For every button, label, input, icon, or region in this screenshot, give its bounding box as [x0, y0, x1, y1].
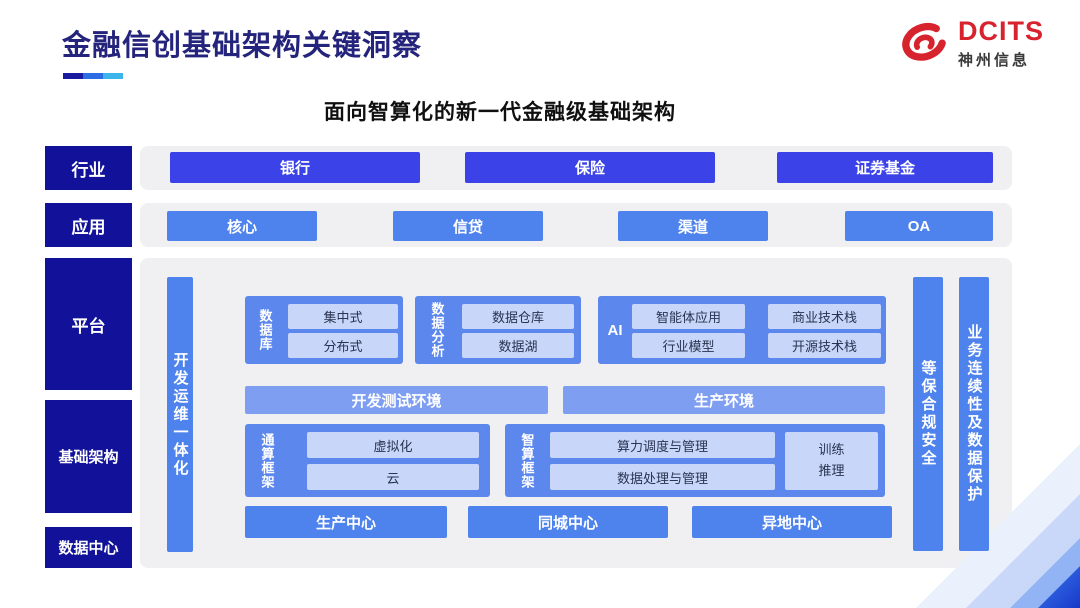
diagram-title: 面向智算化的新一代金融级基础架构	[324, 101, 676, 124]
analytics-group-label: 数据分析	[429, 302, 445, 358]
underline-seg-navy	[63, 73, 83, 79]
underline-seg-blue	[83, 73, 103, 79]
industry-box-securities: 证券基金	[777, 152, 993, 183]
security-vertical-bar: 等保合规安全	[913, 277, 943, 551]
corner-stripes-decoration	[916, 444, 1080, 608]
ai-group-label: AI	[607, 321, 623, 339]
logo-brand: DCITS	[958, 16, 1044, 46]
logo-company: 神州信息	[958, 52, 1031, 69]
dev-test-env-bar: 开发测试环境	[245, 386, 548, 414]
analytics-item-warehouse: 数据仓库	[462, 304, 574, 329]
application-box-channel: 渠道	[618, 211, 768, 241]
center-box-samecity: 同城中心	[468, 506, 668, 538]
underline-seg-cyan	[103, 73, 123, 79]
ai-item-commercial-stack: 商业技术栈	[768, 304, 881, 329]
logo-swirl-icon	[902, 22, 946, 61]
analytics-item-lake: 数据湖	[462, 333, 574, 358]
ai-item-industry-model: 行业模型	[632, 333, 745, 358]
devops-vertical-bar-label: 开发运维一体化	[171, 351, 189, 478]
intelligent-compute-group: 智算框架 算力调度与管理 数据处理与管理 训练推理	[505, 424, 885, 497]
sidebar-item-industry: 行业	[45, 146, 132, 190]
general-compute-item-cloud: 云	[307, 464, 479, 490]
industry-box-bank: 银行	[170, 152, 420, 183]
general-compute-group-label: 通算框架	[259, 432, 275, 489]
database-item-distributed: 分布式	[288, 333, 398, 358]
application-box-core: 核心	[167, 211, 317, 241]
ai-group: AI 智能体应用 商业技术栈 行业模型 开源技术栈	[598, 296, 886, 364]
devops-vertical-bar: 开发运维一体化	[167, 277, 193, 552]
database-item-centralized: 集中式	[288, 304, 398, 329]
analytics-group: 数据分析 数据仓库 数据湖	[415, 296, 581, 364]
intelligent-compute-item-scheduling: 算力调度与管理	[550, 432, 775, 458]
general-compute-group: 通算框架 虚拟化 云	[245, 424, 490, 497]
center-box-production: 生产中心	[245, 506, 447, 538]
center-box-remote: 异地中心	[692, 506, 892, 538]
intelligent-compute-item-dataprocessing: 数据处理与管理	[550, 464, 775, 490]
page-title: 金融信创基础架构关键洞察	[62, 30, 423, 62]
sidebar-item-infrastructure: 基础架构	[45, 400, 132, 513]
application-box-credit: 信贷	[393, 211, 543, 241]
application-box-oa: OA	[845, 211, 993, 241]
sidebar-item-platform: 平台	[45, 258, 132, 390]
ai-item-agent-app: 智能体应用	[632, 304, 745, 329]
database-group: 数据库 集中式 分布式	[245, 296, 403, 364]
sidebar-item-datacenter: 数据中心	[45, 527, 132, 568]
ai-item-opensource-stack: 开源技术栈	[768, 333, 881, 358]
title-underline	[63, 66, 123, 84]
continuity-vertical-bar-label: 业务连续性及数据保护	[965, 324, 983, 504]
continuity-vertical-bar: 业务连续性及数据保护	[959, 277, 989, 551]
general-compute-item-virtualization: 虚拟化	[307, 432, 479, 458]
intelligent-compute-group-label: 智算框架	[519, 432, 535, 489]
intelligent-compute-side-box-train-infer: 训练推理	[785, 432, 878, 490]
security-vertical-bar-label: 等保合规安全	[919, 360, 937, 468]
logo-text: DCITS 神州信息	[958, 18, 1044, 70]
logo: DCITS 神州信息	[894, 16, 1044, 72]
production-env-bar: 生产环境	[563, 386, 885, 414]
industry-box-insurance: 保险	[465, 152, 715, 183]
sidebar-item-application: 应用	[45, 203, 132, 247]
train-infer-label: 训练推理	[818, 442, 845, 478]
database-group-label: 数据库	[257, 309, 273, 351]
